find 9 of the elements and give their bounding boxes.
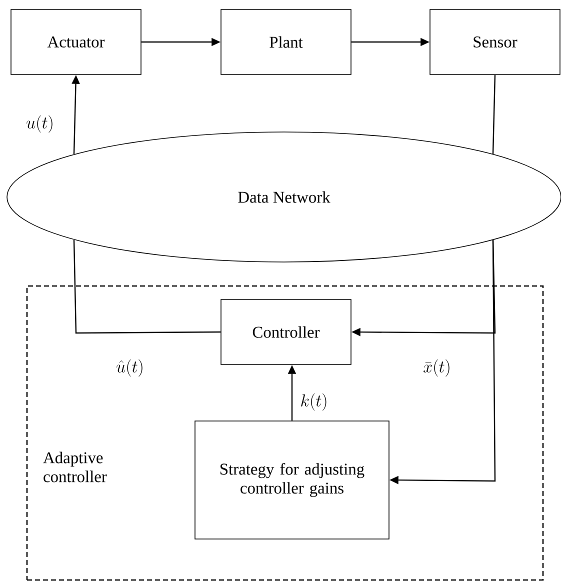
block-box: Actuator <box>10 9 142 75</box>
edge-label: $k(t)$ <box>299 392 329 412</box>
block-box: Strategy for adjusting controller gains <box>194 420 390 540</box>
block-box: Sensor <box>430 9 560 75</box>
block-box: Plant <box>220 9 352 75</box>
edge-label: $\hat{u}(t)$ <box>115 358 145 378</box>
edge-label: $\bar{x}(t)$ <box>422 358 452 378</box>
block-box: Controller <box>220 299 352 365</box>
edge-label: $u(t)$ <box>25 114 55 134</box>
